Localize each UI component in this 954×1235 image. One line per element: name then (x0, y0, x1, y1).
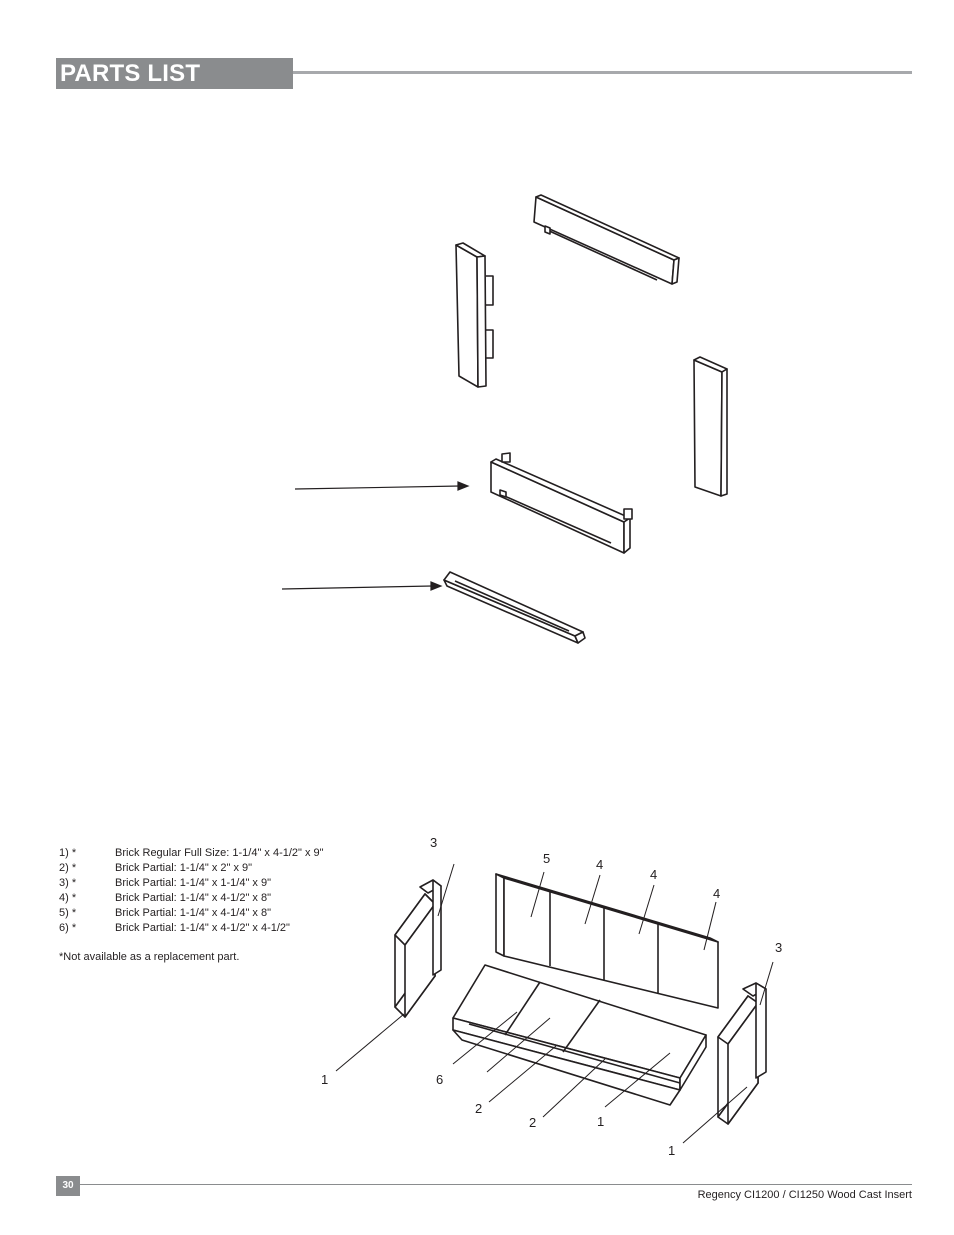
part-number: 6) * (59, 922, 77, 934)
part-description: Brick Partial: 1-1/4" x 4-1/4" x 8" (115, 907, 271, 919)
part-number: 1) * (59, 847, 77, 859)
part-description: Brick Partial: 1-1/4" x 4-1/2" x 8" (115, 892, 271, 904)
callout-1-right: 1 (668, 1143, 675, 1158)
part-description: Brick Partial: 1-1/4" x 2" x 9" (115, 862, 253, 874)
footer-text: Regency CI1200 / CI1250 Wood Cast Insert (697, 1189, 912, 1201)
left-side-part (455, 242, 494, 388)
part-number: 4) * (59, 892, 77, 904)
callout-2-b: 2 (529, 1115, 536, 1130)
callout-6: 6 (436, 1072, 443, 1087)
lower-baffle-part (490, 452, 633, 554)
callout-3-right: 3 (775, 940, 782, 955)
floor-bricks (452, 964, 707, 1106)
part-description: Brick Partial: 1-1/4" x 4-1/2" x 4-1/2" (115, 922, 290, 934)
arrow-line-1 (294, 485, 461, 490)
arrow-head-2 (430, 581, 443, 591)
part-description: Brick Partial: 1-1/4" x 1-1/4" x 9" (115, 877, 271, 889)
footer-rule (80, 1184, 912, 1185)
callout-2-a: 2 (475, 1101, 482, 1116)
callout-4-b: 4 (650, 867, 657, 882)
footnote: *Not available as a replacement part. (59, 951, 240, 963)
callout-3-left: 3 (430, 835, 437, 850)
bottom-rail-part (443, 571, 586, 644)
callout-5: 5 (543, 851, 550, 866)
header-rule (293, 71, 912, 74)
left-side-bricks (394, 879, 442, 1018)
arrow-line-2 (281, 585, 433, 590)
top-baffle-part (533, 194, 680, 285)
callout-1-mid: 1 (597, 1114, 604, 1129)
part-number: 3) * (59, 877, 77, 889)
callout-4-a: 4 (596, 857, 603, 872)
arrow-head-1 (457, 481, 470, 491)
page-number-badge: 30 (56, 1176, 80, 1196)
leader-lines (335, 863, 774, 1144)
back-wall-bricks (495, 873, 719, 1009)
part-number: 5) * (59, 907, 77, 919)
right-side-part (693, 356, 728, 497)
header-bar (56, 58, 293, 89)
part-number: 2) * (59, 862, 77, 874)
page-title: PARTS LIST (60, 60, 201, 87)
callout-4-c: 4 (713, 886, 720, 901)
right-side-bricks (717, 982, 767, 1125)
callout-1-left: 1 (321, 1072, 328, 1087)
part-description: Brick Regular Full Size: 1-1/4" x 4-1/2"… (115, 847, 324, 859)
